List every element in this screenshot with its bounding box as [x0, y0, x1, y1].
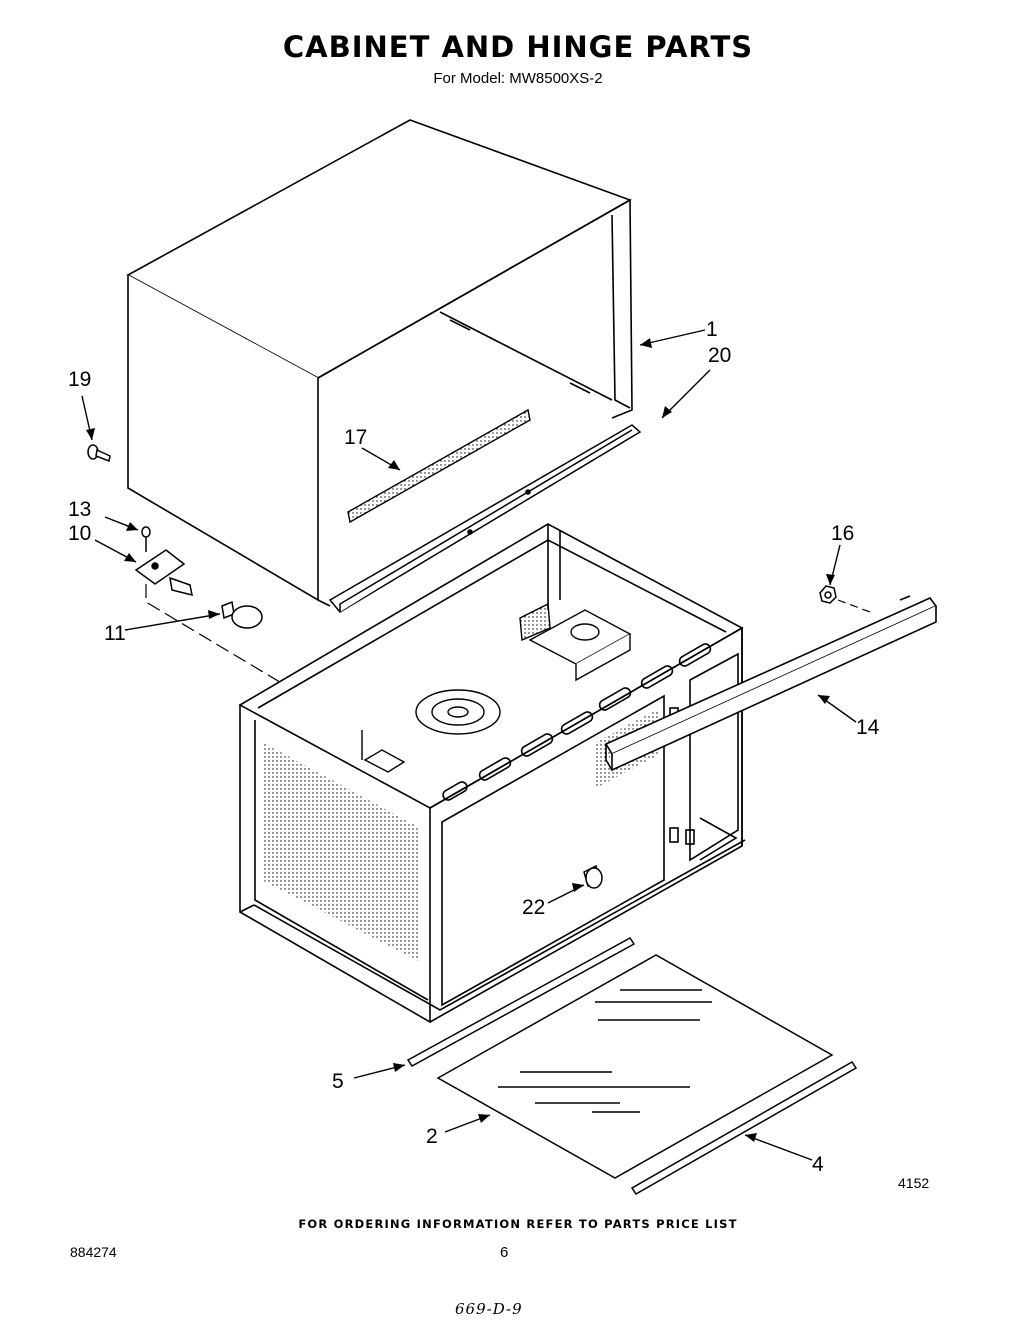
callout-5: 5	[332, 1070, 344, 1093]
hinge-bar	[328, 424, 642, 613]
bumper-foot	[583, 864, 603, 889]
document-number: 884274	[70, 1244, 117, 1260]
callout-17: 17	[344, 426, 367, 449]
callout-20: 20	[708, 344, 731, 367]
gasket-strip	[347, 408, 531, 524]
callout-13: 13	[68, 498, 91, 521]
magnetron-box	[519, 602, 632, 682]
callout-2: 2	[426, 1125, 438, 1148]
callout-11: 11	[104, 622, 126, 645]
handwritten-code: 669-D-9	[455, 1300, 523, 1318]
callout-16: 16	[831, 522, 854, 545]
hinge-nut	[819, 585, 837, 604]
callout-4: 4	[812, 1153, 824, 1176]
lamp-bulb	[221, 600, 263, 629]
model-subtitle: For Model: MW8500XS-2	[433, 70, 603, 87]
ordering-note: FOR ORDERING INFORMATION REFER TO PARTS …	[298, 1217, 738, 1231]
callout-10: 10	[68, 522, 91, 545]
nut-leader-dashed	[837, 599, 871, 613]
screw	[87, 444, 111, 463]
callout-1: 1	[706, 318, 718, 341]
lamp-window	[361, 730, 406, 773]
lamp-socket-bracket	[134, 526, 193, 597]
callout-14: 14	[856, 716, 880, 739]
callout-22: 22	[522, 896, 545, 919]
hinge-arm	[604, 595, 938, 772]
outer-cabinet	[126, 119, 633, 607]
trim-strip-front	[406, 937, 636, 1067]
turntable-hub	[415, 689, 501, 735]
page-number: 6	[500, 1244, 509, 1261]
trim-strip-bottom	[630, 1061, 858, 1195]
callout-arrowheads	[86, 338, 835, 1142]
glass-panel	[436, 954, 834, 1179]
page-title: CABINET AND HINGE PARTS	[282, 30, 754, 64]
callout-19: 19	[68, 368, 91, 391]
chassis-frame	[238, 523, 746, 1024]
figure-reference: 4152	[898, 1175, 930, 1191]
